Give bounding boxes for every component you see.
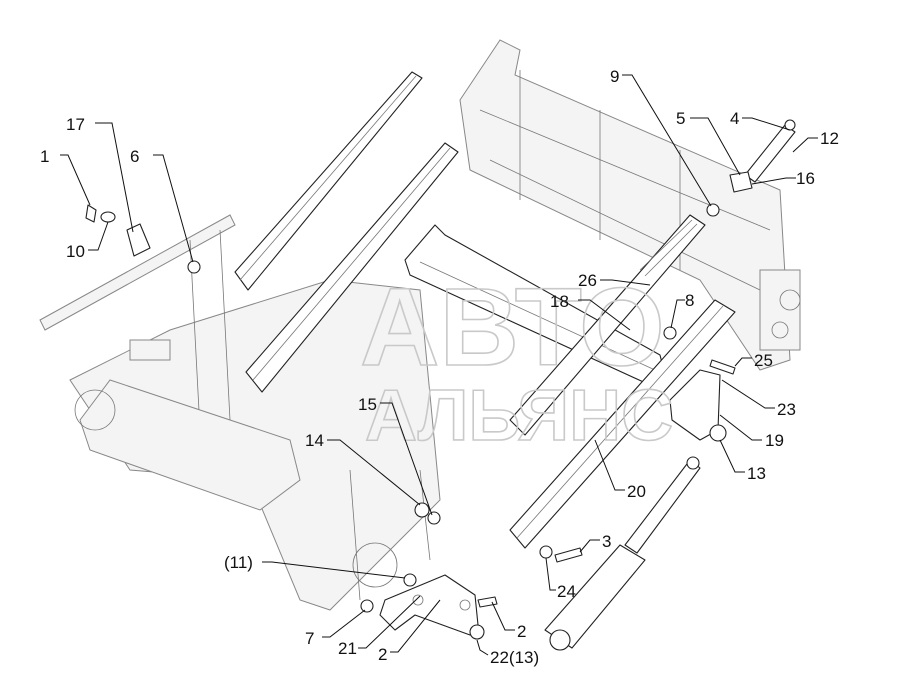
guide-rail-upper xyxy=(234,71,423,291)
callout-17: 17 xyxy=(66,115,85,134)
callout-20: 20 xyxy=(627,482,646,501)
callout-13: 13 xyxy=(747,464,766,483)
callout-22-13: 22(13) xyxy=(490,648,539,667)
washer-14 xyxy=(414,502,430,518)
rack-26 xyxy=(509,214,706,436)
callout-15: 15 xyxy=(358,395,377,414)
washer-24 xyxy=(539,545,553,559)
callout-labels: 1 17 6 10 9 5 4 12 16 26 18 8 25 23 19 1… xyxy=(40,67,839,667)
callout-25: 25 xyxy=(754,351,773,370)
hydraulic-cylinder xyxy=(544,456,701,651)
callout-21: 21 xyxy=(338,639,357,658)
leader-lines xyxy=(60,74,818,656)
callout-16: 16 xyxy=(796,169,815,188)
callout-2-lower: 2 xyxy=(378,645,387,664)
callout-2-right: 2 xyxy=(517,622,526,641)
watermark-line1: АВТО xyxy=(360,266,665,389)
nut-9 xyxy=(706,203,720,217)
bushing-16 xyxy=(729,171,753,193)
washer-11 xyxy=(403,573,417,587)
callout-14: 14 xyxy=(305,431,324,450)
bolt-1 xyxy=(85,204,97,223)
watermark-line2: АЛЬЯНС xyxy=(365,376,673,456)
callout-5: 5 xyxy=(676,109,685,128)
nut-15 xyxy=(427,511,441,525)
nut-22 xyxy=(469,624,485,640)
callout-8: 8 xyxy=(685,291,694,310)
callout-7: 7 xyxy=(305,629,314,648)
lower-bracket-21 xyxy=(379,574,479,636)
callout-6: 6 xyxy=(130,147,139,166)
clip-17 xyxy=(126,223,151,257)
callout-9: 9 xyxy=(610,67,619,86)
guide-rail-lower xyxy=(245,142,459,393)
bolt-3 xyxy=(554,547,583,563)
nut-8 xyxy=(663,326,677,340)
bolt-2 xyxy=(477,596,498,608)
nut-6 xyxy=(187,260,201,274)
callout-18: 18 xyxy=(550,292,569,311)
main-frame xyxy=(39,39,801,611)
callout-10: 10 xyxy=(66,242,85,261)
washer-10 xyxy=(100,211,116,223)
callout-26: 26 xyxy=(578,271,597,290)
nut-7 xyxy=(360,599,374,613)
pin-4 xyxy=(744,119,796,183)
callout-1: 1 xyxy=(40,147,49,166)
callout-23: 23 xyxy=(777,400,796,419)
bracket-23 xyxy=(669,369,727,442)
callout-24: 24 xyxy=(557,582,576,601)
callout-12: 12 xyxy=(820,129,839,148)
arm-20 xyxy=(509,299,736,549)
callout-11: (11) xyxy=(224,553,253,572)
callout-3: 3 xyxy=(602,532,611,551)
callout-19: 19 xyxy=(765,431,784,450)
bolt-25 xyxy=(709,359,736,375)
callout-4: 4 xyxy=(730,109,739,128)
